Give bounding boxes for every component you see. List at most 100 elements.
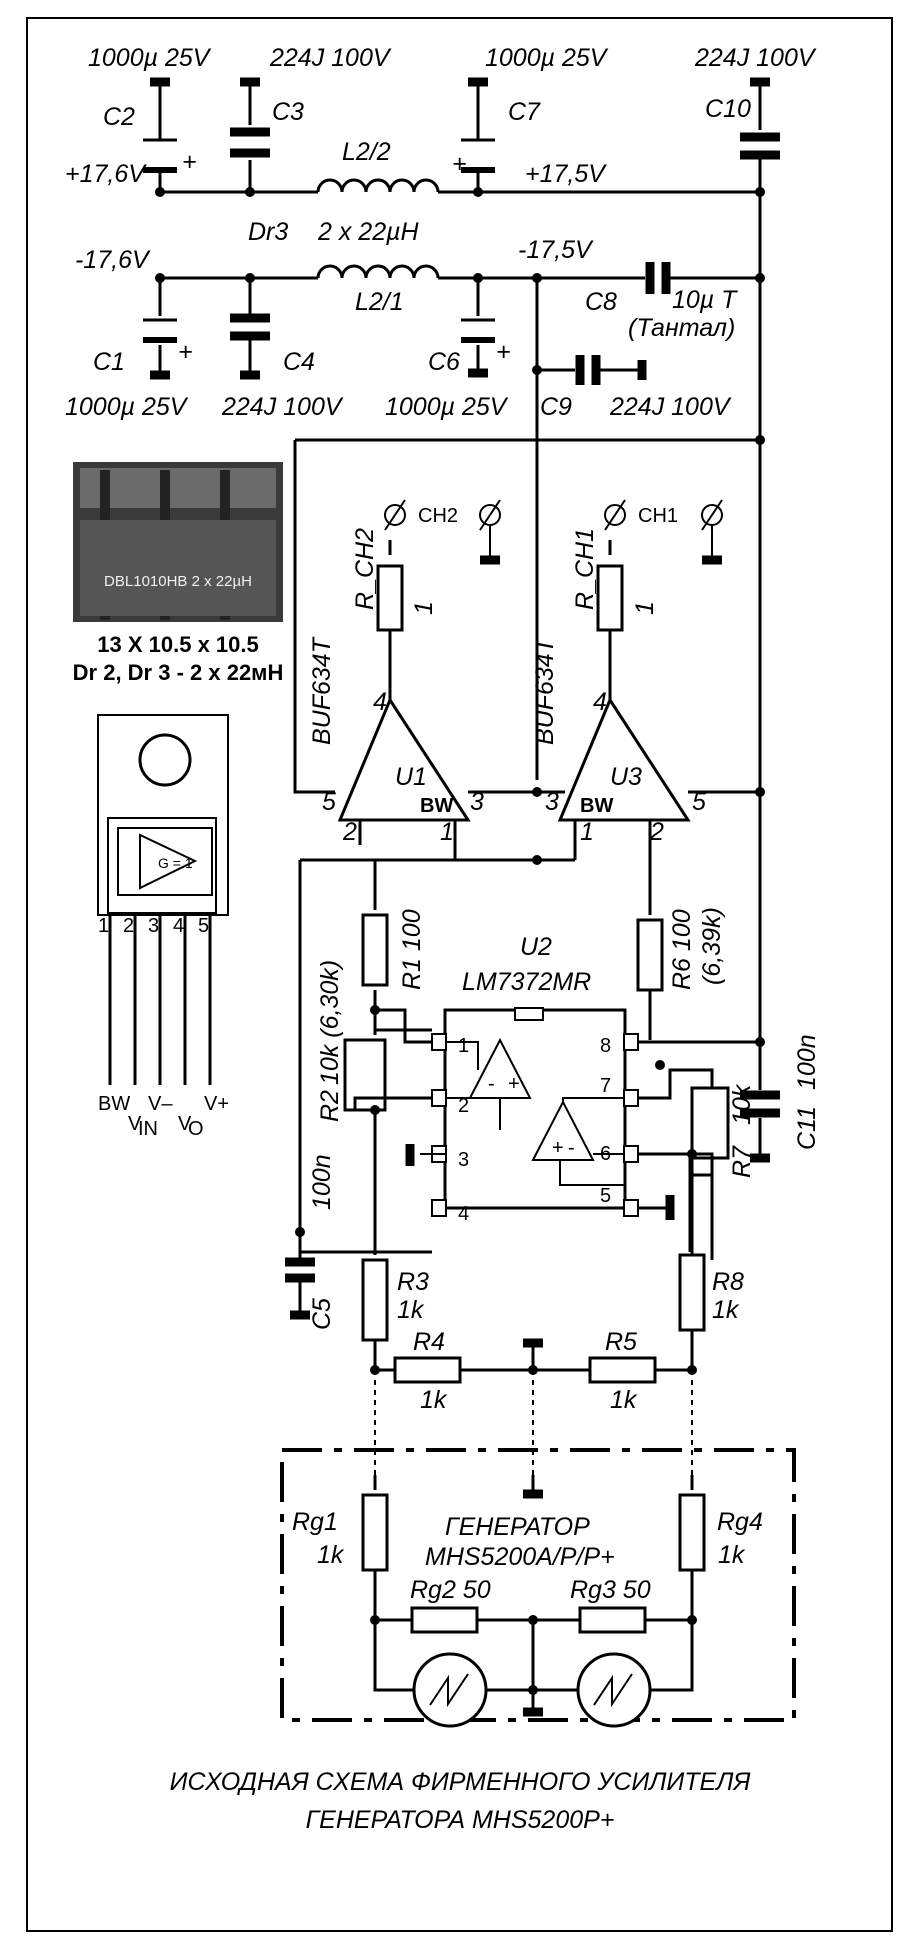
u2-pin5: 5 bbox=[600, 1185, 611, 1207]
u1-bw: BW bbox=[420, 795, 453, 817]
generator-title: ГЕНЕРАТОР bbox=[445, 1513, 590, 1541]
c7-plus: + bbox=[452, 150, 467, 178]
u1-pin4: 4 bbox=[373, 688, 387, 716]
c8-note: (Тантал) bbox=[628, 314, 735, 342]
u2-name: U2 bbox=[520, 933, 552, 961]
c2-plus: + bbox=[182, 148, 197, 176]
u2-pin1: 1 bbox=[458, 1035, 469, 1057]
u2-pin3: 3 bbox=[458, 1149, 469, 1171]
package-label-vo-sub: O bbox=[188, 1118, 204, 1140]
c10-name: C10 bbox=[705, 95, 751, 123]
package-pin-5: 5 bbox=[198, 915, 209, 937]
v-neg-out: -17,5V bbox=[518, 236, 594, 264]
c11-label: C11 bbox=[793, 1106, 821, 1150]
u3-pin2: 2 bbox=[649, 818, 664, 846]
c4-name: C4 bbox=[283, 348, 315, 376]
channel-connectors bbox=[384, 499, 723, 565]
v-pos-out: +17,5V bbox=[525, 160, 607, 188]
opamp-b-minus: - bbox=[568, 1137, 575, 1159]
c6-plus: + bbox=[496, 338, 511, 366]
inductor-l2-2 bbox=[316, 178, 440, 193]
package-label-bw: BW bbox=[98, 1093, 130, 1115]
u2-part: LM7372MR bbox=[462, 968, 591, 996]
c3-value: 224J 100V bbox=[269, 44, 392, 72]
r3-label: R3 bbox=[397, 1268, 429, 1296]
r3-value: 1k bbox=[397, 1296, 425, 1324]
r7-value: 10k bbox=[728, 1083, 756, 1125]
u2-pin7: 7 bbox=[600, 1075, 611, 1097]
u2-pin2: 2 bbox=[458, 1095, 469, 1117]
r6-label: R6 100 bbox=[668, 909, 696, 990]
u3-part: BUF634T bbox=[531, 636, 559, 745]
caption-line2: ГЕНЕРАТОРА MHS5200P+ bbox=[306, 1806, 615, 1834]
u3-pin4: 4 bbox=[593, 688, 607, 716]
c4-value: 224J 100V bbox=[221, 393, 344, 421]
choke-value: 2 x 22µH bbox=[317, 218, 420, 246]
generator-model: MHS5200A/P/P+ bbox=[425, 1543, 615, 1571]
generator-block bbox=[280, 1448, 796, 1728]
r5-label: R5 bbox=[605, 1328, 637, 1356]
c9-value: 224J 100V bbox=[609, 393, 732, 421]
c6-name: C6 bbox=[428, 348, 460, 376]
package-gain: G = 1 bbox=[158, 855, 193, 871]
v-pos-in: +17,6V bbox=[65, 160, 147, 188]
u3-pin3: 3 bbox=[545, 788, 559, 816]
labels: 1000µ 25V 224J 100V 1000µ 25V 224J 100V … bbox=[65, 44, 821, 1834]
c7-value: 1000µ 25V bbox=[485, 44, 609, 72]
inductor-photo: DBL1010HB 2 x 22µH bbox=[73, 462, 283, 622]
r4-value: 1k bbox=[420, 1386, 448, 1414]
r-ch1: R_CH1 bbox=[571, 528, 599, 610]
u1-part: BUF634T bbox=[308, 636, 336, 745]
rg2-label: Rg2 50 bbox=[410, 1576, 491, 1604]
c3-name: C3 bbox=[272, 98, 304, 126]
r-ch2: R_CH2 bbox=[351, 528, 379, 610]
opamp-u2 bbox=[405, 1007, 639, 1217]
package-label-vin-sub: IN bbox=[138, 1118, 158, 1140]
u1-pin5: 5 bbox=[322, 788, 336, 816]
r4-label: R4 bbox=[413, 1328, 445, 1356]
ch2-label: CH2 bbox=[418, 505, 458, 527]
opamp-a-plus: + bbox=[508, 1073, 520, 1095]
c8-name: C8 bbox=[585, 288, 617, 316]
r1-label: R1 100 bbox=[398, 909, 426, 990]
r6-value: (6,39k) bbox=[698, 907, 726, 985]
u1-name: U1 bbox=[395, 763, 427, 791]
r2-label: R2 bbox=[316, 1090, 344, 1122]
r-ch1-value: 1 bbox=[631, 601, 659, 615]
package-pin-4: 4 bbox=[173, 915, 184, 937]
u1-pin1: 1 bbox=[440, 818, 454, 846]
v-neg-in: -17,6V bbox=[75, 246, 151, 274]
u3-pin1: 1 bbox=[580, 818, 594, 846]
buf634-package: G = 1 1 2 3 4 5 BW V IN V– V O V+ bbox=[97, 714, 229, 1140]
c2-name: C2 bbox=[103, 103, 135, 131]
c10-value: 224J 100V bbox=[694, 44, 817, 72]
buffer-u3 bbox=[537, 540, 760, 880]
r2-value: 10k (6,30k) bbox=[316, 960, 344, 1085]
c1-name: C1 bbox=[93, 348, 125, 376]
caption-line1: ИСХОДНАЯ СХЕМА ФИРМЕННОГО УСИЛИТЕЛЯ bbox=[170, 1768, 752, 1796]
c5-label: C5 bbox=[308, 1298, 336, 1330]
c8-value: 10µ T bbox=[672, 286, 738, 314]
package-label-vplus: V+ bbox=[204, 1093, 229, 1115]
rg1-label: Rg1 bbox=[292, 1508, 338, 1536]
u3-bw: BW bbox=[580, 795, 613, 817]
opamp-a-minus: - bbox=[488, 1073, 495, 1095]
negative-supply-filter bbox=[143, 262, 765, 385]
l2-1: L2/1 bbox=[355, 288, 404, 316]
u2-pin8: 8 bbox=[600, 1035, 611, 1057]
c11-value: 100n bbox=[793, 1034, 821, 1090]
package-pin-3: 3 bbox=[148, 915, 159, 937]
c9-name: C9 bbox=[540, 393, 572, 421]
c5-value: 100n bbox=[308, 1154, 336, 1210]
r8-value: 1k bbox=[712, 1296, 740, 1324]
rg1-value: 1k bbox=[317, 1541, 345, 1569]
inductor-desc: Dr 2, Dr 3 - 2 x 22мН bbox=[73, 660, 284, 685]
r7-label: R7 bbox=[728, 1145, 756, 1178]
inductor-marking: DBL1010HB 2 x 22µH bbox=[104, 573, 252, 590]
c1-value: 1000µ 25V bbox=[65, 393, 189, 421]
package-label-vo: V bbox=[178, 1113, 192, 1135]
c7-name: C7 bbox=[508, 98, 541, 126]
rg3-label: Rg3 50 bbox=[570, 1576, 651, 1604]
